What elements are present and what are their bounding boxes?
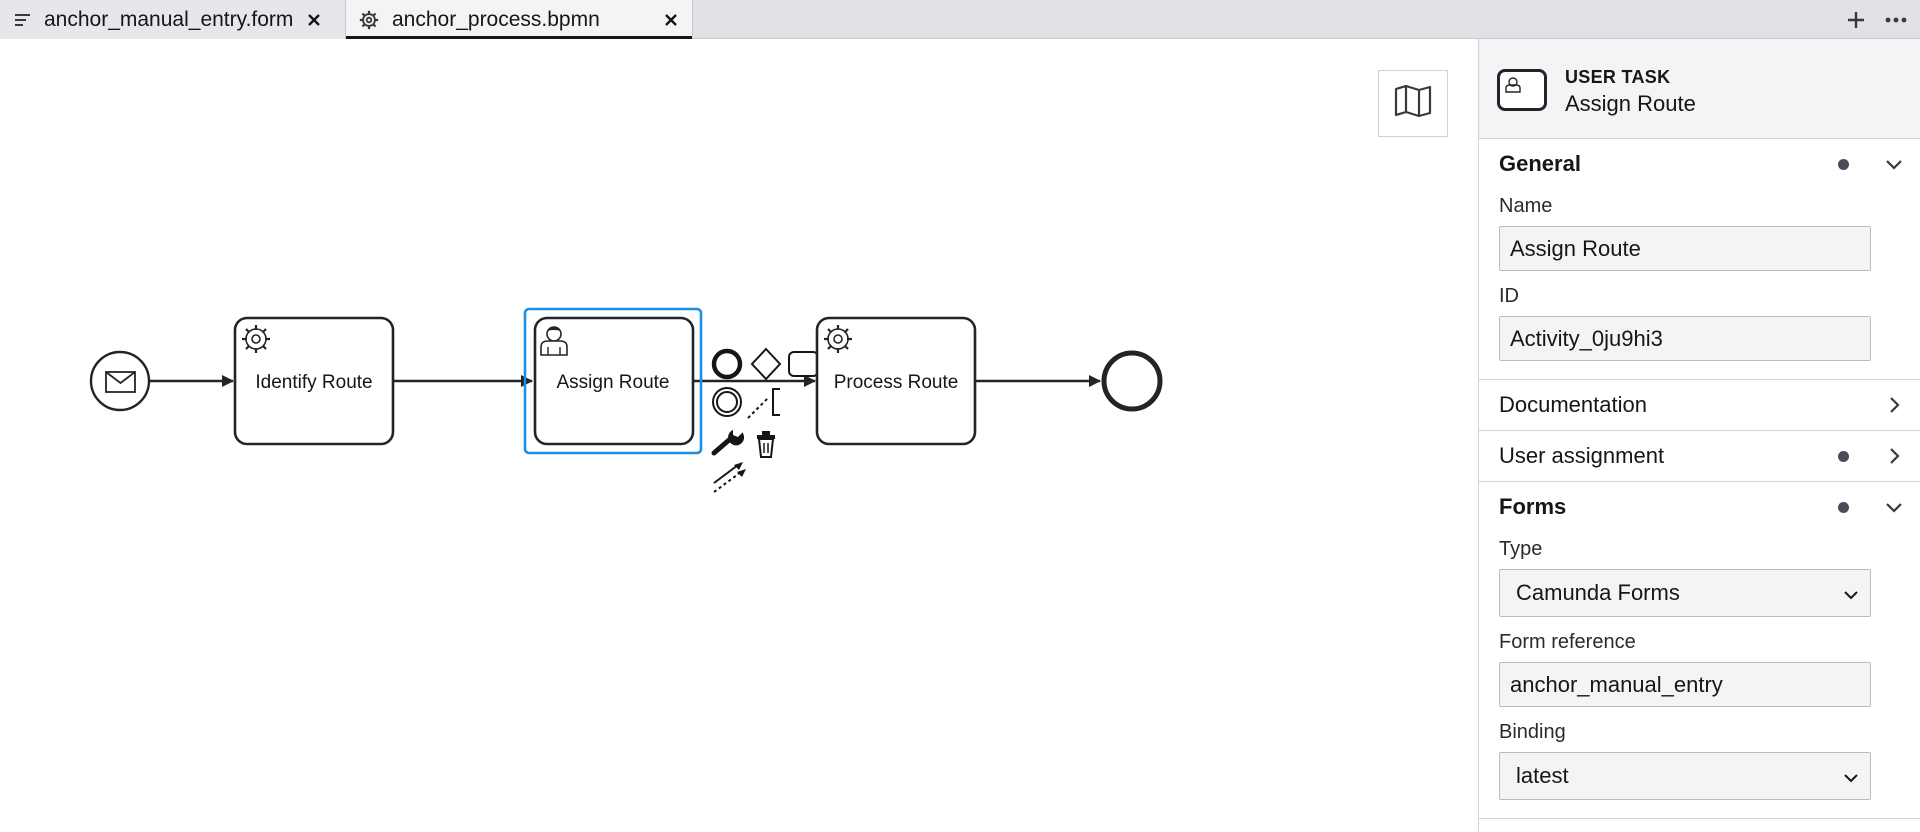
element-name-label: Assign Route [1565, 91, 1696, 116]
chevron-down-icon [1842, 767, 1860, 785]
append-intermediate-event-icon[interactable] [712, 387, 742, 417]
connect-arrow-icon[interactable] [713, 462, 746, 493]
user-task-assign-route[interactable]: Assign Route [523, 307, 703, 455]
context-pad [711, 347, 819, 493]
task-label: Identify Route [255, 372, 372, 393]
group-forms: Forms Type Camunda Forms Form reference … [1479, 482, 1920, 819]
id-input[interactable]: Activity_0ju9hi3 [1499, 316, 1871, 361]
form-reference-input[interactable]: anchor_manual_entry [1499, 662, 1871, 707]
data-marker-dot [1838, 451, 1849, 462]
task-label: Process Route [834, 372, 959, 393]
end-event[interactable] [1101, 350, 1163, 412]
gear-icon [358, 9, 380, 31]
group-documentation-header[interactable]: Documentation [1479, 380, 1920, 430]
group-title: Documentation [1499, 392, 1647, 417]
ellipsis-icon[interactable] [1876, 0, 1916, 39]
chevron-down-icon[interactable] [1883, 153, 1905, 175]
envelope-icon [105, 371, 136, 393]
chevron-down-icon[interactable] [1883, 496, 1905, 518]
group-general-header[interactable]: General [1479, 139, 1920, 189]
bpmn-canvas[interactable]: Identify Route Assign Route [0, 39, 1478, 832]
append-task-icon[interactable] [788, 351, 819, 377]
group-user-assignment: User assignment [1479, 431, 1920, 482]
panel-header: USER TASK Assign Route [1479, 39, 1920, 139]
data-marker-dot [1838, 159, 1849, 170]
service-task-identify-route[interactable]: Identify Route [233, 316, 395, 446]
tab-label: anchor_process.bpmn [392, 7, 600, 31]
plus-icon[interactable] [1836, 0, 1876, 39]
user-task-icon [1497, 69, 1547, 111]
form-lines-icon [12, 9, 34, 31]
gear-icon [824, 325, 852, 353]
binding-label: Binding [1499, 721, 1566, 743]
tab-form-file[interactable]: anchor_manual_entry.form [0, 0, 346, 39]
binding-select[interactable]: latest [1499, 752, 1871, 800]
tab-bar-actions [1836, 0, 1920, 39]
wrench-icon[interactable] [711, 430, 745, 456]
group-title: Forms [1499, 494, 1567, 519]
element-type-label: USER TASK [1565, 67, 1671, 87]
group-general: General Name Assign Route ID Activity_0j… [1479, 139, 1920, 380]
form-reference-label: Form reference [1499, 631, 1636, 653]
select-value: Camunda Forms [1516, 580, 1680, 605]
chevron-down-icon [1842, 584, 1860, 602]
append-end-event-icon[interactable] [711, 348, 743, 380]
group-user-assignment-header[interactable]: User assignment [1479, 431, 1920, 481]
map-icon [1394, 84, 1432, 123]
service-task-process-route[interactable]: Process Route [815, 316, 977, 446]
group-title: General [1499, 151, 1581, 176]
gear-icon [242, 325, 270, 353]
group-documentation: Documentation [1479, 380, 1920, 431]
select-value: latest [1516, 763, 1569, 788]
form-type-select[interactable]: Camunda Forms [1499, 569, 1871, 617]
data-marker-dot [1838, 502, 1849, 513]
user-icon [540, 326, 568, 356]
type-label: Type [1499, 538, 1543, 560]
text-annotation-icon[interactable] [747, 388, 780, 419]
trash-icon[interactable] [757, 431, 775, 458]
close-icon[interactable] [660, 9, 682, 31]
group-forms-header[interactable]: Forms [1479, 482, 1920, 532]
id-label: ID [1499, 285, 1519, 307]
name-label: Name [1499, 195, 1553, 217]
minimap-toggle-button[interactable] [1378, 70, 1448, 137]
group-title: User assignment [1499, 443, 1665, 468]
bpmn-diagram: Identify Route Assign Route [89, 307, 1163, 493]
properties-panel: USER TASK Assign Route General Name Assi… [1478, 39, 1920, 832]
chevron-right-icon[interactable] [1883, 445, 1905, 467]
close-icon[interactable] [303, 9, 325, 31]
tab-label: anchor_manual_entry.form [44, 7, 294, 31]
append-gateway-icon[interactable] [750, 347, 782, 381]
name-input[interactable]: Assign Route [1499, 226, 1871, 271]
task-label: Assign Route [556, 372, 669, 393]
chevron-right-icon[interactable] [1883, 394, 1905, 416]
tab-bar: anchor_manual_entry.form anchor_process.… [0, 0, 1920, 40]
tab-bpmn-file[interactable]: anchor_process.bpmn [346, 0, 693, 40]
selection-outline [523, 307, 703, 455]
message-start-event[interactable] [89, 350, 151, 412]
